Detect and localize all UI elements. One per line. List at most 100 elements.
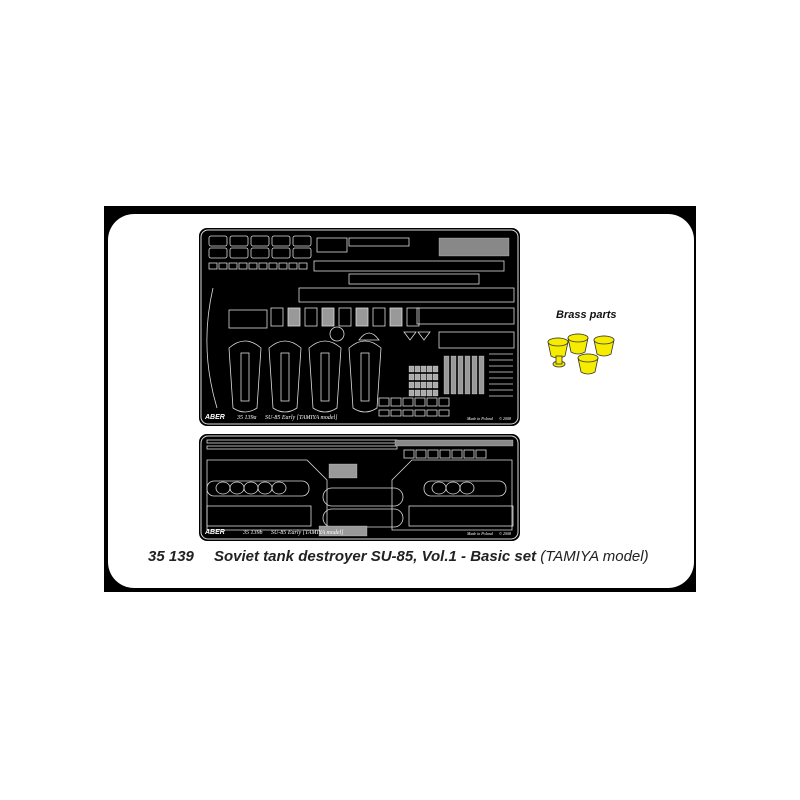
etched-part <box>438 409 450 417</box>
etched-part <box>229 481 245 495</box>
etched-part <box>322 487 404 507</box>
etched-part <box>464 355 471 395</box>
etched-part <box>414 373 421 381</box>
etched-part <box>328 463 358 479</box>
etched-part <box>402 409 414 417</box>
etched-part <box>423 480 507 497</box>
etched-part <box>238 262 248 270</box>
etched-part <box>471 355 478 395</box>
sheet-b-brand: ABER <box>205 529 225 536</box>
etched-part <box>459 481 475 495</box>
etched-part <box>228 309 268 329</box>
etched-part <box>257 481 273 495</box>
etched-part <box>426 409 438 417</box>
etched-part <box>457 355 464 395</box>
etched-part <box>372 307 386 327</box>
etched-part <box>248 262 258 270</box>
etched-part <box>426 373 433 381</box>
sheet-a-name: SU-85 Early [TAMIYA model] <box>265 415 338 421</box>
etched-part <box>280 352 290 402</box>
etched-part <box>438 237 510 257</box>
etched-part <box>432 365 439 373</box>
etched-part <box>270 307 284 327</box>
etched-part <box>206 459 328 531</box>
etched-part <box>403 449 415 459</box>
etched-part <box>426 381 433 389</box>
etched-part <box>206 480 310 497</box>
etched-part <box>408 389 415 397</box>
etched-part <box>228 340 262 413</box>
etched-part <box>360 352 370 402</box>
etched-part <box>200 435 519 540</box>
etched-part <box>432 373 439 381</box>
etched-part <box>427 449 439 459</box>
sheet-b-year: © 2008 <box>499 531 512 536</box>
etched-part <box>432 381 439 389</box>
etched-part <box>316 237 348 253</box>
sheet-a-year: © 2008 <box>499 416 512 421</box>
etched-part <box>414 409 426 417</box>
etched-part <box>348 237 410 247</box>
etched-part <box>271 247 291 259</box>
etched-part <box>229 235 249 247</box>
etched-part <box>218 262 228 270</box>
etched-part <box>206 445 398 450</box>
etched-part <box>463 449 475 459</box>
etched-part <box>271 235 291 247</box>
etched-part <box>408 381 415 389</box>
etched-part <box>348 340 382 413</box>
etched-part <box>200 229 519 425</box>
etched-part <box>408 373 415 381</box>
etched-part <box>478 355 485 395</box>
etched-part <box>389 307 403 327</box>
photo-etch-sheet-a: ABER 35 139a SU-85 Early [TAMIYA model] … <box>199 228 520 426</box>
brass-parts-illustration <box>547 333 615 375</box>
etched-part <box>408 365 415 373</box>
etched-part <box>391 459 513 531</box>
etched-part <box>408 505 514 527</box>
etched-part <box>414 397 426 407</box>
etched-part <box>420 373 427 381</box>
sheet-b-origin: Made in Poland <box>467 531 493 536</box>
etched-part <box>298 262 308 270</box>
etched-part <box>403 331 431 341</box>
etched-part <box>250 235 270 247</box>
etched-part <box>329 326 345 342</box>
etched-part <box>338 307 352 327</box>
etched-part <box>215 481 231 495</box>
sheet-a-brand: ABER <box>205 414 225 421</box>
etched-part <box>378 397 390 407</box>
product-code: 35 139 <box>148 548 194 565</box>
etched-part <box>451 449 463 459</box>
sheet-b-code: 35 139b <box>243 530 263 536</box>
etched-part <box>426 365 433 373</box>
sheet-a-origin: Made in Poland <box>467 416 493 421</box>
etched-part <box>298 287 515 303</box>
etched-part <box>432 389 439 397</box>
etched-part <box>321 307 335 327</box>
etched-part <box>206 439 398 444</box>
etched-part <box>420 381 427 389</box>
etched-part <box>304 307 318 327</box>
etched-part <box>406 307 420 327</box>
sheet-b-name: SU-85 Early [TAMIYA model] <box>271 530 344 536</box>
etched-part <box>318 525 368 537</box>
etched-part <box>206 287 218 409</box>
etched-part <box>431 481 447 495</box>
etched-part <box>439 449 451 459</box>
etched-part <box>271 481 287 495</box>
etched-part <box>322 508 404 528</box>
product-title: Soviet tank destroyer SU-85, Vol.1 - Bas… <box>214 548 537 565</box>
etched-part <box>243 481 259 495</box>
photo-etch-sheet-b: ABER 35 139b SU-85 Early [TAMIYA model] … <box>199 434 520 541</box>
etched-part <box>443 355 450 395</box>
etched-part <box>348 273 480 285</box>
sheet-a-parts <box>200 229 519 425</box>
etched-part <box>268 340 302 413</box>
etched-part <box>426 389 433 397</box>
etched-part <box>358 332 380 341</box>
sheet-b-parts <box>200 435 519 540</box>
etched-part <box>258 262 268 270</box>
etched-part <box>420 389 427 397</box>
sheet-a-code: 35 139a <box>237 415 257 421</box>
